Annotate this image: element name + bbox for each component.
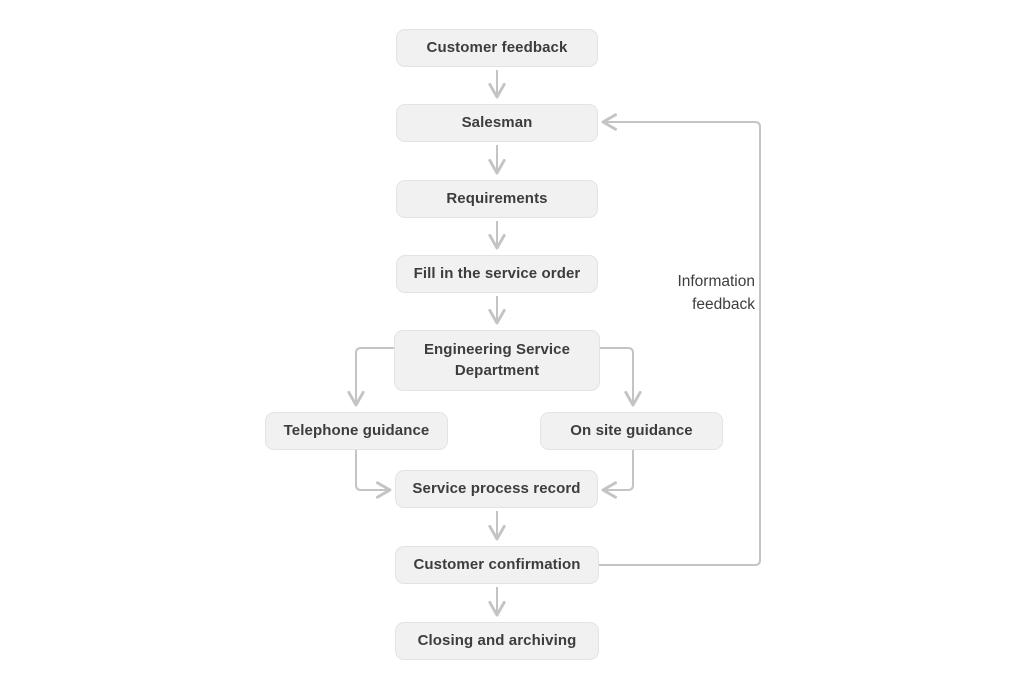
node-fill-service-order: Fill in the service order [396,255,598,293]
node-engineering-service-department: Engineering Service Department [394,330,600,391]
node-telephone-guidance: Telephone guidance [265,412,448,450]
node-closing-and-archiving-label: Closing and archiving [417,631,577,649]
node-requirements: Requirements [396,180,598,218]
connector-engineering-dept-to-on-site-guidance [600,347,642,407]
node-customer-confirmation-label: Customer confirmation [413,555,581,573]
information-feedback-label: Information feedback [677,273,755,313]
node-on-site-guidance: On site guidance [540,412,723,450]
node-salesman: Salesman [396,104,598,142]
connector-engineering-dept-to-telephone-guidance [347,347,394,407]
node-fill-service-order-label: Fill in the service order [413,264,581,282]
node-closing-and-archiving: Closing and archiving [395,622,599,660]
node-on-site-guidance-label: On site guidance [570,421,693,439]
node-service-process-record-label: Service process record [412,479,581,497]
node-telephone-guidance-label: Telephone guidance [283,421,430,439]
node-customer-feedback-label: Customer feedback [426,38,568,56]
node-engineering-service-department-label: Engineering Service Department [423,341,571,379]
connector-telephone-guidance-to-service-record [355,450,392,499]
connector-information-feedback-loop [599,113,761,566]
node-salesman-label: Salesman [461,113,533,131]
node-customer-confirmation: Customer confirmation [395,546,599,584]
node-requirements-label: Requirements [446,189,548,207]
node-customer-feedback: Customer feedback [396,29,598,67]
node-service-process-record: Service process record [395,470,598,508]
connector-on-site-guidance-to-service-record [601,450,634,499]
